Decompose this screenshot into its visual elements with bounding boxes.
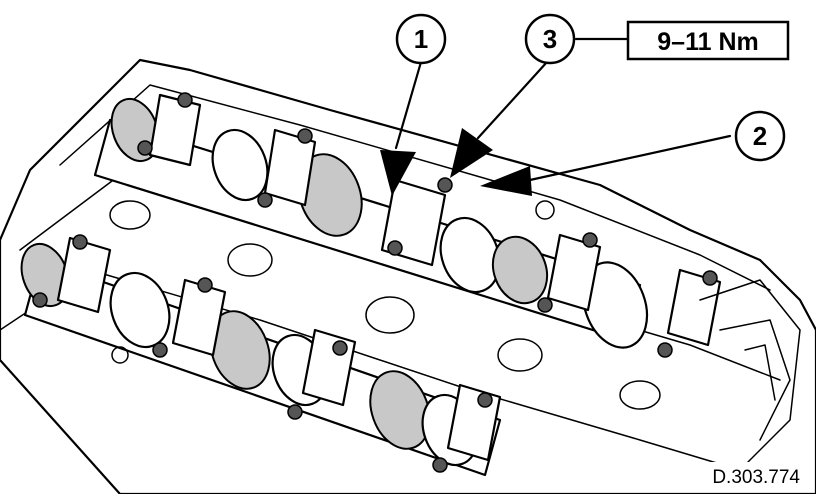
reference-code: D.303.774 — [712, 467, 800, 488]
upper-bolts — [137, 92, 718, 358]
upper-cam-lobes — [110, 98, 649, 349]
callout-leaders — [380, 37, 732, 196]
lower-bolts — [32, 234, 493, 473]
arrow-1-icon — [380, 150, 416, 196]
callout-1-label: 1 — [414, 24, 428, 54]
upper-camshaft — [93, 92, 722, 358]
arrow-3-icon — [450, 128, 493, 178]
callout-2-label: 2 — [753, 121, 767, 151]
lower-cam-lobes — [20, 243, 479, 467]
torque-spec-text: 9–11 Nm — [657, 28, 758, 56]
lower-camshaft — [20, 234, 502, 477]
torque-spec-box: 9–11 Nm — [626, 20, 790, 61]
callout-1: 1 — [395, 13, 447, 65]
arrow-2-icon — [480, 166, 532, 196]
head-openings — [109, 200, 661, 410]
callout-2: 2 — [734, 110, 786, 162]
callout-3-label: 3 — [543, 24, 557, 54]
callout-3: 3 — [524, 13, 576, 65]
right-side-housing — [699, 279, 801, 471]
